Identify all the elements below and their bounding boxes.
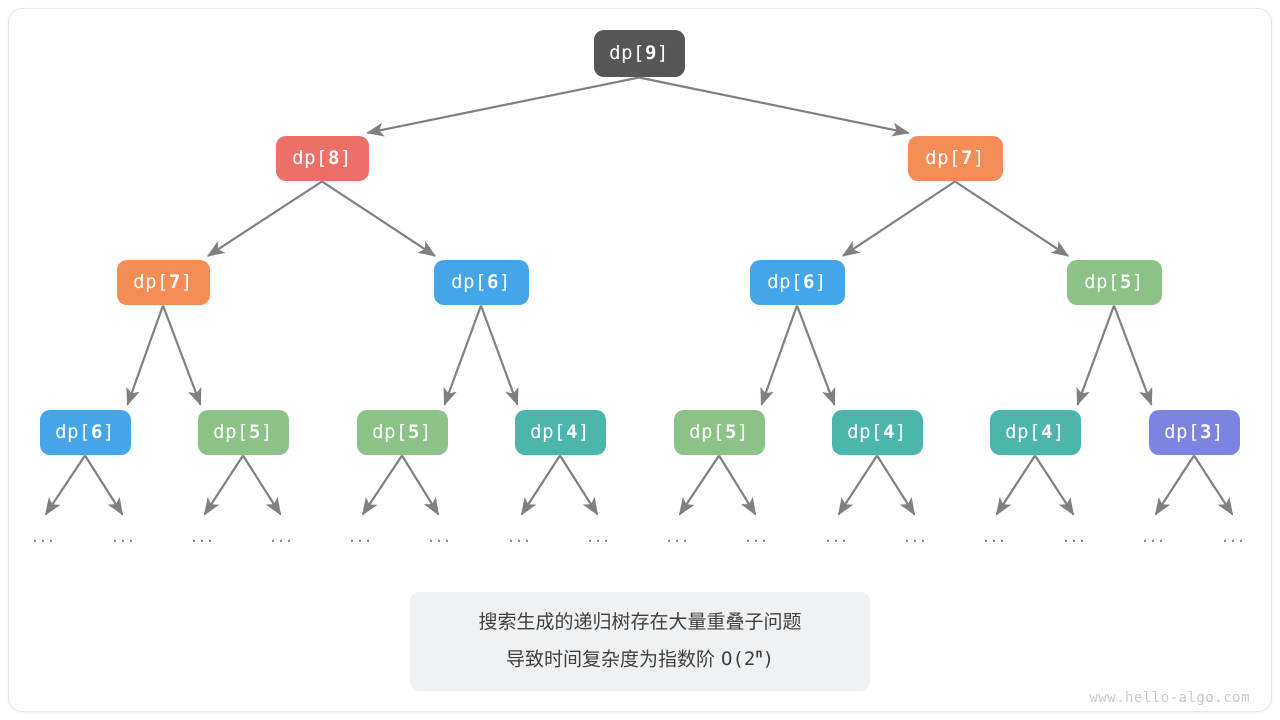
node-label-prefix: dp[: [609, 42, 645, 64]
tree-node-dp9: dp[9]: [593, 29, 685, 77]
node-label-index: 9: [644, 42, 657, 64]
node-label-suffix: ]: [814, 271, 827, 293]
node-label-suffix: ]: [339, 147, 352, 169]
node-label-index: 6: [486, 271, 499, 293]
caption-line-2-text: 导致时间复杂度为指数阶: [505, 648, 722, 671]
tree-node-dp6: dp[6]: [39, 409, 131, 455]
leaf-ellipsis: ...: [1221, 525, 1247, 547]
node-label-index: 6: [90, 421, 103, 443]
node-label-suffix: ]: [894, 421, 907, 443]
watermark: www.hello-algo.com: [1089, 690, 1250, 706]
leaf-ellipsis: ...: [665, 525, 691, 547]
node-label-index: 4: [1040, 421, 1053, 443]
caption-box: 搜索生成的递归树存在大量重叠子问题 导致时间复杂度为指数阶 O(2n): [410, 592, 870, 692]
tree-node-dp4: dp[4]: [989, 409, 1081, 455]
node-label-suffix: ]: [419, 421, 432, 443]
tree-node-dp6: dp[6]: [433, 259, 529, 305]
tree-node-dp8: dp[8]: [275, 135, 369, 181]
node-label-prefix: dp[: [133, 271, 169, 293]
tree-node-dp5: dp[5]: [356, 409, 448, 455]
node-label-suffix: ]: [1211, 421, 1224, 443]
node-label-suffix: ]: [180, 271, 193, 293]
node-label-suffix: ]: [102, 421, 115, 443]
leaf-ellipsis: ...: [586, 525, 612, 547]
node-label-index: 7: [168, 271, 181, 293]
tree-node-dp7: dp[7]: [907, 135, 1003, 181]
leaf-ellipsis: ...: [348, 525, 374, 547]
node-label-prefix: dp[: [1084, 271, 1120, 293]
node-label-index: 5: [407, 421, 420, 443]
tree-node-dp7: dp[7]: [116, 259, 210, 305]
node-label-suffix: ]: [498, 271, 511, 293]
node-label-prefix: dp[: [292, 147, 328, 169]
complexity-close: ): [762, 648, 775, 671]
node-label-prefix: dp[: [847, 421, 883, 443]
node-label-suffix: ]: [260, 421, 273, 443]
leaf-ellipsis: ...: [824, 525, 850, 547]
leaf-ellipsis: ...: [427, 525, 453, 547]
tree-node-dp4: dp[4]: [514, 409, 606, 455]
node-label-prefix: dp[: [925, 147, 961, 169]
tree-node-dp6: dp[6]: [749, 259, 845, 305]
node-label-index: 4: [882, 421, 895, 443]
node-label-index: 6: [802, 271, 815, 293]
node-label-index: 8: [327, 147, 340, 169]
node-label-index: 5: [1119, 271, 1132, 293]
node-label-suffix: ]: [577, 421, 590, 443]
leaf-ellipsis: ...: [903, 525, 929, 547]
complexity-exponent: n: [755, 647, 763, 661]
node-label-index: 5: [724, 421, 737, 443]
leaf-ellipsis: ...: [1141, 525, 1167, 547]
caption-line-2: 导致时间复杂度为指数阶 O(2n): [420, 638, 860, 675]
complexity-open: O(2: [721, 648, 756, 671]
node-label-suffix: ]: [972, 147, 985, 169]
node-label-index: 3: [1199, 421, 1212, 443]
caption-line-1: 搜索生成的递归树存在大量重叠子问题: [478, 611, 802, 633]
node-label-suffix: ]: [1131, 271, 1144, 293]
leaf-ellipsis: ...: [190, 525, 216, 547]
node-label-index: 4: [565, 421, 578, 443]
tree-node-dp5: dp[5]: [673, 409, 765, 455]
node-label-suffix: ]: [736, 421, 749, 443]
node-label-prefix: dp[: [689, 421, 725, 443]
leaf-ellipsis: ...: [744, 525, 770, 547]
node-label-prefix: dp[: [213, 421, 249, 443]
tree-node-dp5: dp[5]: [197, 409, 289, 455]
node-label-suffix: ]: [656, 42, 669, 64]
complexity-notation: O(2n): [721, 647, 775, 671]
node-label-index: 7: [960, 147, 973, 169]
node-label-prefix: dp[: [767, 271, 803, 293]
node-label-prefix: dp[: [55, 421, 91, 443]
node-label-index: 5: [248, 421, 261, 443]
leaf-ellipsis: ...: [269, 525, 295, 547]
node-label-prefix: dp[: [1005, 421, 1041, 443]
node-label-prefix: dp[: [1164, 421, 1200, 443]
tree-node-dp3: dp[3]: [1148, 409, 1240, 455]
tree-node-dp5: dp[5]: [1066, 259, 1162, 305]
node-label-prefix: dp[: [451, 271, 487, 293]
leaf-ellipsis: ...: [507, 525, 533, 547]
leaf-ellipsis: ...: [111, 525, 137, 547]
node-label-prefix: dp[: [372, 421, 408, 443]
node-label-prefix: dp[: [530, 421, 566, 443]
leaf-ellipsis: ...: [982, 525, 1008, 547]
node-label-suffix: ]: [1052, 421, 1065, 443]
leaf-ellipsis: ...: [31, 525, 57, 547]
tree-node-dp4: dp[4]: [831, 409, 923, 455]
leaf-ellipsis: ...: [1062, 525, 1088, 547]
